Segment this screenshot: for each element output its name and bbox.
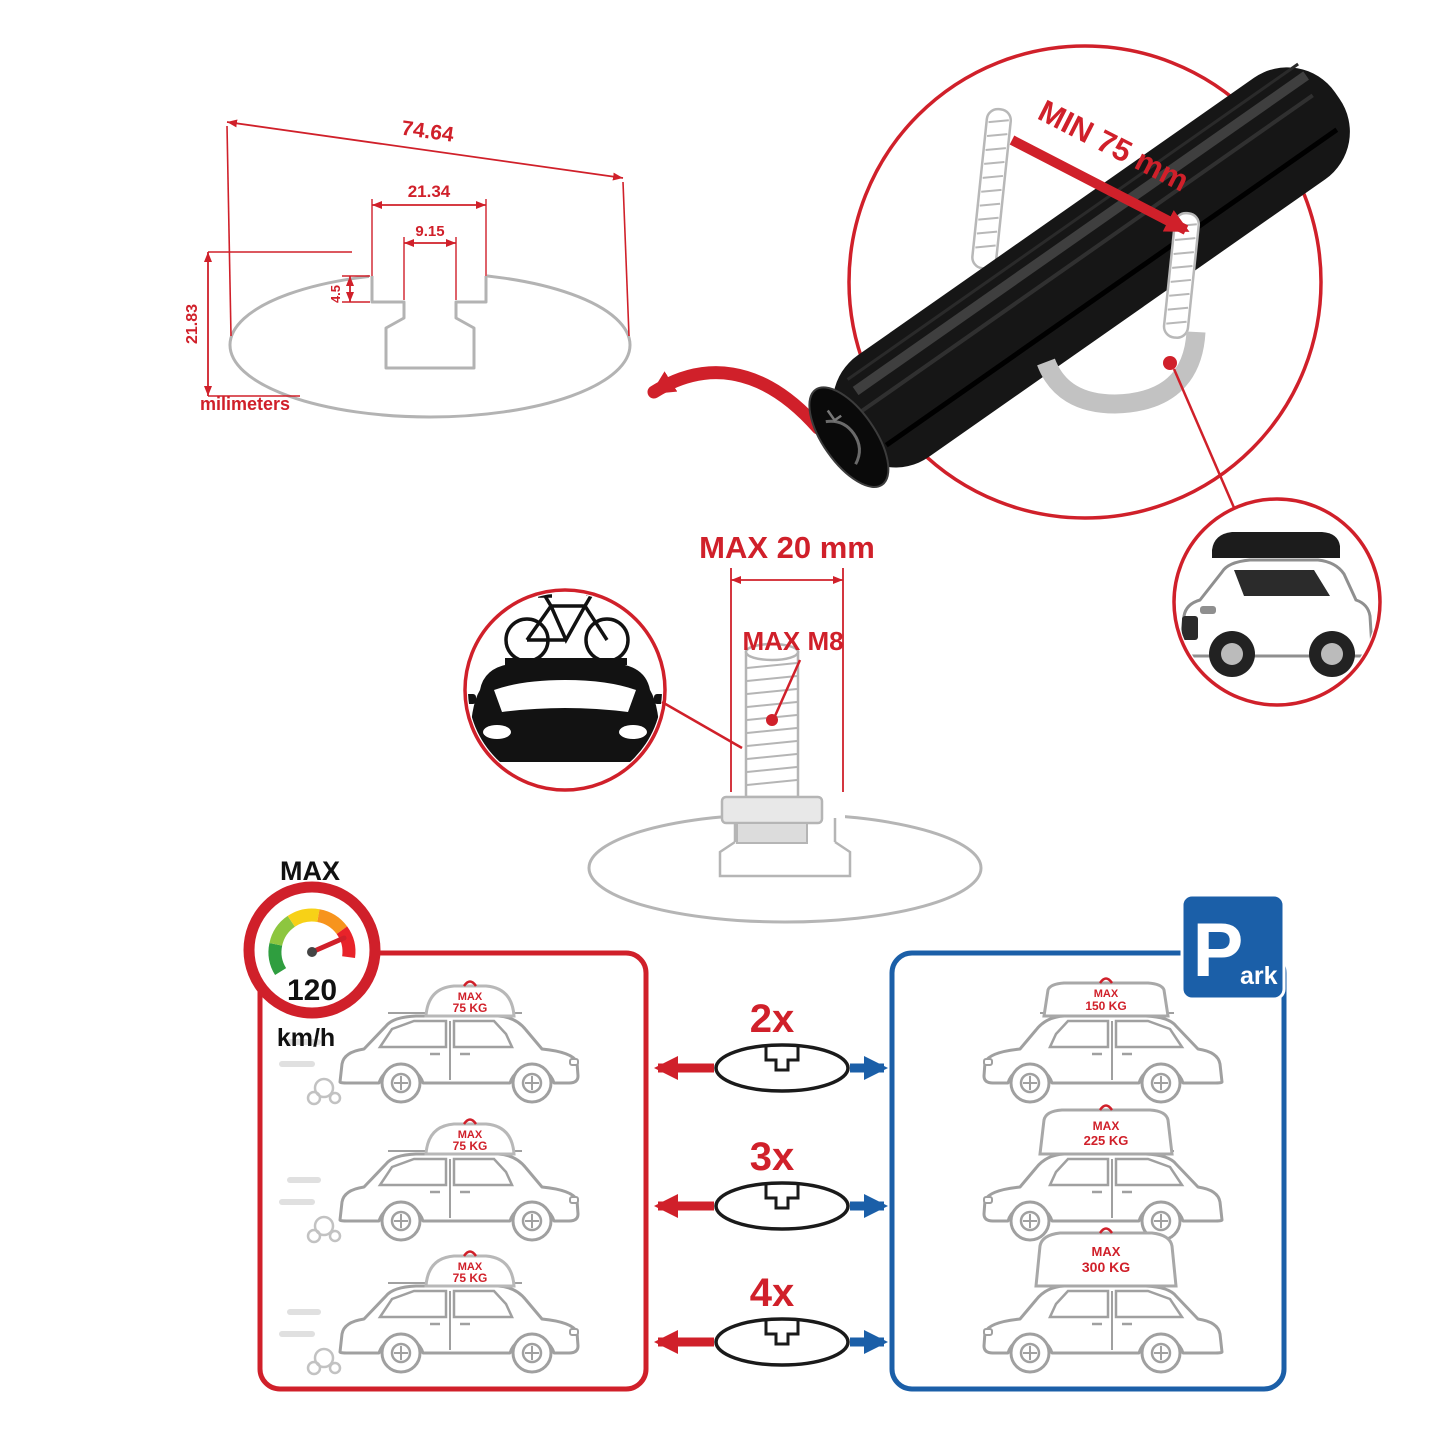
parked-car-row-1: MAX 150 KG — [982, 977, 1224, 1104]
callout-line — [661, 700, 743, 750]
units-label: milimeters — [200, 394, 290, 414]
extension-line — [226, 125, 232, 337]
cargo-max-label: MAX — [458, 1129, 483, 1141]
cargo-weight-label: 225 KG — [1084, 1133, 1129, 1148]
t-slot-channel — [370, 276, 488, 370]
cargo-tag — [462, 980, 478, 987]
cargo-weight-label: 150 KG — [1085, 999, 1126, 1013]
crossbar-profile-icon — [714, 1181, 850, 1231]
crossbar-profile-icon — [714, 1317, 850, 1367]
bike-on-car-circle — [463, 588, 743, 792]
dim-label-slot-outer: 21.34 — [408, 182, 451, 201]
cargo-weight-label: 75 KG — [453, 1139, 488, 1153]
suv-window — [1234, 570, 1330, 596]
dim-label-total-width: 74.64 — [400, 117, 456, 147]
u-bolt-front-rod — [1162, 211, 1201, 339]
cargo-max-label: MAX — [1093, 1119, 1120, 1133]
headlight — [619, 725, 647, 739]
cargo-max-label: MAX — [1094, 988, 1119, 1000]
dim-label-total-height: 21.83 — [184, 304, 201, 344]
profile-pointer-arrow — [647, 366, 825, 435]
suv-headlight — [1200, 606, 1216, 614]
profile-icon-slot — [764, 1321, 800, 1346]
speed-unit: km/h — [277, 1024, 335, 1052]
dim-label-slot-depth: 4.5 — [328, 285, 343, 303]
cargo-weight-label: 75 KG — [453, 1271, 488, 1285]
callout-line — [773, 659, 802, 717]
cargo-tag — [1098, 1104, 1114, 1111]
t-bolt — [720, 642, 824, 844]
bolt-head — [720, 795, 824, 825]
cargo-max-label: MAX — [1092, 1244, 1121, 1259]
profile-icon-slot — [764, 1047, 800, 1072]
roof-cargo — [1034, 1231, 1178, 1288]
multiplier-label: 4x — [750, 1271, 795, 1315]
parked-car-row-3: MAX 300 KG — [982, 1227, 1224, 1374]
headlight — [483, 725, 511, 739]
dim-label-slot-inner: 9.15 — [415, 223, 444, 240]
cargo-max-label: MAX — [458, 1261, 483, 1273]
crossbar-3d — [808, 62, 1350, 488]
cargo-tag — [462, 1118, 478, 1125]
driving-car-row-3: MAX 75 KG — [282, 1250, 580, 1375]
crossbar-profile-icon — [714, 1043, 850, 1093]
min-clearance-arrow — [1009, 135, 1190, 235]
bike-on-car-art — [468, 593, 662, 762]
suv-roofbox-circle — [1172, 497, 1382, 707]
roof-box — [1212, 532, 1340, 558]
roof-cargo — [424, 1254, 516, 1288]
t-plate — [736, 822, 808, 844]
multiplier-label: 3x — [750, 1135, 795, 1179]
driving-car-row-1: MAX 75 KG — [282, 980, 580, 1105]
roof-cargo — [424, 984, 516, 1018]
driving-car-row-2: MAX 75 KG — [282, 1118, 580, 1243]
multiplier-row-3: 4x — [654, 1271, 888, 1367]
gauge-pivot — [307, 947, 317, 957]
multiplier-label: 2x — [750, 997, 795, 1041]
cargo-weight-label: 75 KG — [453, 1001, 488, 1015]
callout-line — [1172, 368, 1237, 511]
windshield — [494, 680, 636, 712]
gauge-needle — [309, 935, 347, 955]
cargo-tag — [462, 1250, 478, 1257]
dim-line-total-width — [226, 119, 624, 181]
park-sign-suffix: ark — [1240, 962, 1278, 990]
callout-dot — [1163, 356, 1177, 370]
roof-cargo — [424, 1122, 516, 1156]
callout-dot — [766, 714, 778, 726]
gauge-arc — [268, 908, 356, 976]
cargo-max-label: MAX — [458, 991, 483, 1003]
extension-line — [622, 181, 630, 337]
slot-chamber — [718, 840, 852, 878]
parked-car-row-2: MAX 225 KG — [982, 1104, 1224, 1242]
roof-rack-bar — [505, 658, 627, 665]
speed-value: 120 — [287, 974, 337, 1007]
bolt-max-length-label: MAX 20 mm — [699, 530, 875, 565]
side-mirror — [468, 694, 476, 704]
speed-limit-gauge: MAX 120 km/h — [243, 856, 381, 1052]
speed-max-label: MAX — [280, 856, 340, 886]
multiplier-row-1: 2x — [654, 997, 888, 1093]
suv-grille — [1182, 616, 1198, 640]
roof-cargo — [1042, 981, 1170, 1018]
cargo-weight-label: 300 KG — [1082, 1259, 1130, 1275]
multiplier-row-2: 3x — [654, 1135, 888, 1231]
cargo-tag — [1098, 977, 1114, 984]
park-sign-letter: P — [1193, 908, 1244, 993]
profile-icon-slot — [764, 1185, 800, 1210]
bolt-spec-section: MAX 20 mm MAX M8 — [587, 530, 983, 924]
roof-cargo — [1038, 1108, 1174, 1156]
cargo-tag — [1098, 1227, 1114, 1234]
park-sign: P ark — [1180, 893, 1286, 1001]
side-mirror — [654, 694, 662, 704]
suv-roofbox-art — [1178, 532, 1374, 677]
crossbar-zoom-view: MIN 75 mm — [808, 44, 1350, 520]
bolt-max-thread-label: MAX M8 — [742, 626, 843, 656]
u-bolt-curve — [1037, 331, 1206, 414]
profile-dimension-diagram: 74.64 21.34 9.15 4.5 21.83 milimeters — [184, 117, 632, 419]
car-front-silhouette — [470, 664, 660, 762]
